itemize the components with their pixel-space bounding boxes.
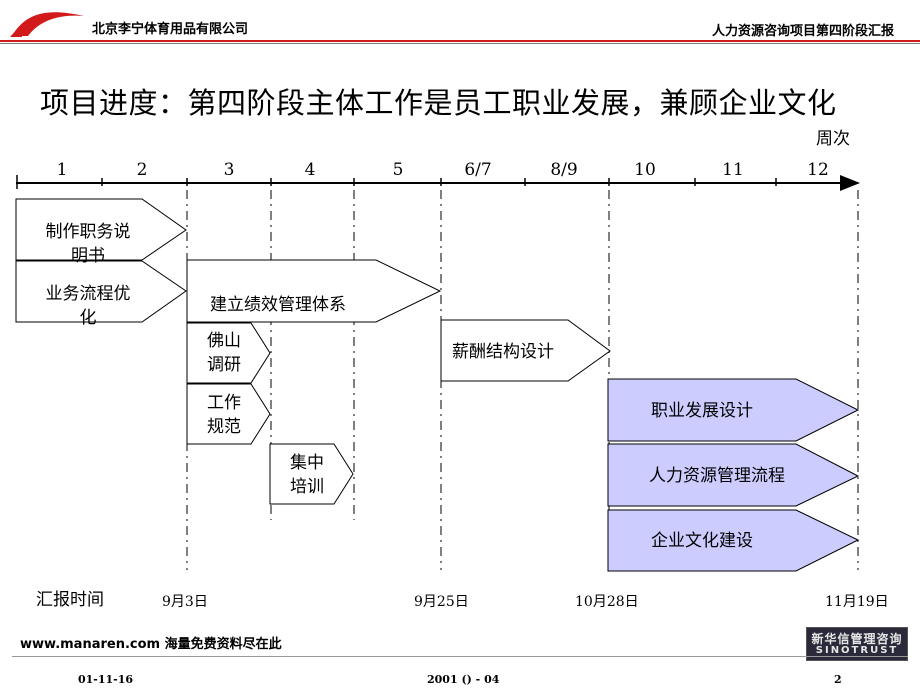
task-label-training: 集中培训 (290, 453, 324, 497)
footer-date: 01-11-16 (78, 673, 134, 686)
week-label-1: 1 (56, 160, 68, 180)
week-label-6-7: 6/7 (464, 160, 492, 180)
header-divider (0, 40, 920, 42)
report-date-1: 9月3日 (162, 594, 208, 610)
footer-code: 2001 () - 04 (427, 673, 500, 686)
page-number: 2 (834, 673, 842, 686)
week-unit-label: 周次 (816, 129, 850, 149)
task-label-hr-process: 人力资源管理流程 (649, 466, 785, 486)
brand-logo: 新华信管理咨询 SINOTRUST (806, 627, 908, 661)
task-label-performance-system: 建立绩效管理体系 (210, 295, 346, 315)
header-divider-shadow (0, 43, 920, 44)
task-label-work-standards: 工作规范 (207, 393, 241, 437)
week-label-5: 5 (392, 160, 404, 180)
week-label-2: 2 (136, 160, 148, 180)
week-label-3: 3 (223, 160, 235, 180)
footer-divider (12, 656, 908, 657)
week-label-12: 12 (807, 160, 829, 180)
week-label-8-9: 8/9 (550, 160, 578, 180)
week-label-4: 4 (304, 160, 316, 180)
report-date-3: 10月28日 (575, 594, 639, 610)
task-arrow-hr-process (607, 443, 860, 507)
task-arrow-job-description (15, 198, 187, 261)
company-name: 北京李宁体育用品有限公司 (92, 22, 249, 37)
task-arrow-process-optimization (15, 260, 187, 323)
brand-name-en: SINOTRUST (815, 645, 899, 656)
week-label-10: 10 (634, 160, 656, 180)
report-date-4: 11月19日 (825, 594, 889, 610)
task-arrow-performance-system (186, 259, 442, 323)
task-label-process-optimization: 业务流程优化 (45, 284, 131, 328)
task-label-foshan-survey: 佛山调研 (207, 331, 241, 375)
task-arrow-compensation (440, 319, 611, 382)
page-title: 项目进度：第四阶段主体工作是员工职业发展，兼顾企业文化 (40, 86, 837, 120)
report-time-label: 汇报时间 (36, 590, 104, 610)
task-label-culture: 企业文化建设 (651, 531, 753, 551)
task-arrow-training (269, 443, 354, 505)
report-date-2: 9月25日 (414, 594, 469, 610)
brand-name-cn: 新华信管理咨询 (811, 632, 903, 646)
task-arrow-work-standards (186, 383, 271, 445)
task-label-compensation: 薪酬结构设计 (452, 342, 554, 362)
company-logo-icon (10, 12, 84, 37)
task-arrow-foshan-survey (186, 322, 271, 384)
week-label-11: 11 (722, 160, 744, 180)
task-label-job-description: 制作职务说明书 (45, 222, 131, 266)
task-arrow-culture (607, 509, 860, 572)
footer-website-link[interactable]: www.manaren.com 海量免费资料尽在此 (20, 637, 282, 652)
task-label-career-development: 职业发展设计 (651, 401, 753, 421)
report-title: 人力资源咨询项目第四阶段汇报 (711, 24, 894, 39)
task-arrow-career-development (607, 378, 860, 442)
